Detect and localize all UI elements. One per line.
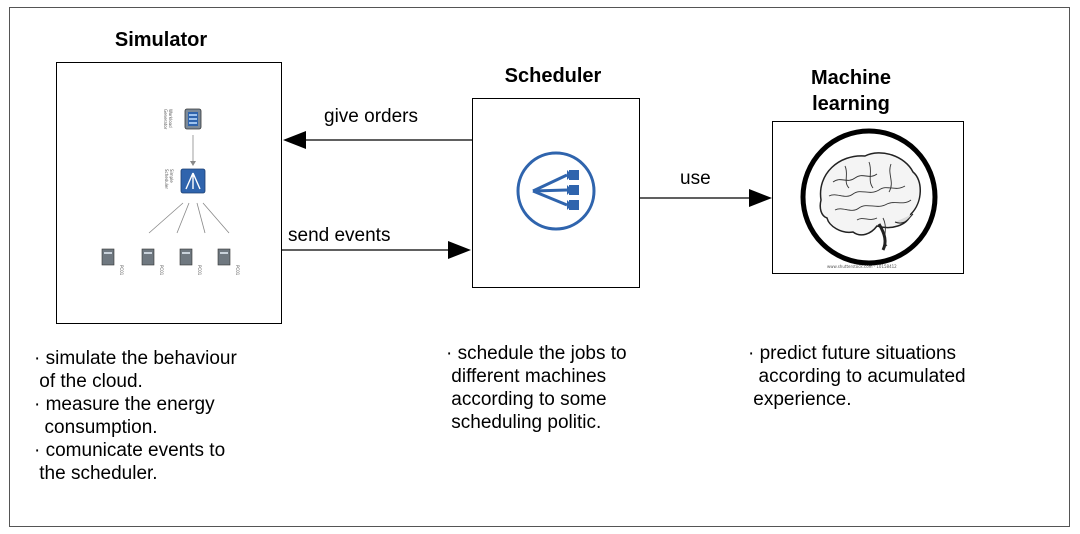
machine-learning-title-line2: learning [812, 93, 890, 115]
send-events-arrowhead [448, 241, 471, 259]
send-events-label: send events [288, 225, 391, 246]
use-label: use [680, 168, 711, 189]
svg-text:www.shutterstock.com · 1015841: www.shutterstock.com · 10158412 [827, 264, 897, 269]
svg-text:PC01: PC01 [235, 265, 240, 276]
simulator-box: Workload Generator Simple Scheduler PC01 [56, 62, 282, 324]
scheduler-machine-links [148, 202, 230, 234]
machine-learning-box: www.shutterstock.com · 10158412 [772, 121, 964, 274]
svg-text:Workload: Workload [168, 109, 173, 128]
give-orders-label: give orders [324, 106, 418, 127]
simulated-scheduler-icon: Simple Scheduler [164, 168, 206, 194]
simulator-description: · simulate the behaviour of the cloud. ·… [34, 348, 237, 484]
scheduler-title: Scheduler [504, 65, 602, 87]
give-orders-arrowhead [283, 131, 306, 149]
pc-machine-icon-3: PC01 [179, 248, 202, 276]
svg-text:Generator: Generator [163, 109, 168, 130]
machine-learning-title-line1: Machine [810, 67, 892, 89]
use-arrowhead [749, 189, 772, 207]
machine-learning-description: · predict future situations according to… [748, 343, 966, 410]
diagram-frame [9, 7, 1070, 527]
svg-text:PC01: PC01 [119, 265, 124, 276]
pc-machine-icon-4: PC01 [217, 248, 240, 276]
svg-text:PC01: PC01 [197, 265, 202, 276]
svg-text:Simple: Simple [169, 169, 174, 183]
scheduler-icon [516, 151, 596, 231]
simulator-title: Simulator [114, 29, 208, 51]
workload-generator-icon: Workload Generator [163, 108, 202, 130]
svg-text:PC01: PC01 [159, 265, 164, 276]
scheduler-box [472, 98, 640, 288]
simulator-topology-diagram: Workload Generator Simple Scheduler PC01 [101, 108, 240, 276]
scheduler-description: · schedule the jobs to different machine… [446, 343, 627, 433]
pc-machine-icon-1: PC01 [101, 248, 124, 276]
brain-icon: www.shutterstock.com · 10158412 [800, 128, 938, 269]
pc-machine-icon-2: PC01 [141, 248, 164, 276]
svg-text:Scheduler: Scheduler [164, 169, 169, 189]
